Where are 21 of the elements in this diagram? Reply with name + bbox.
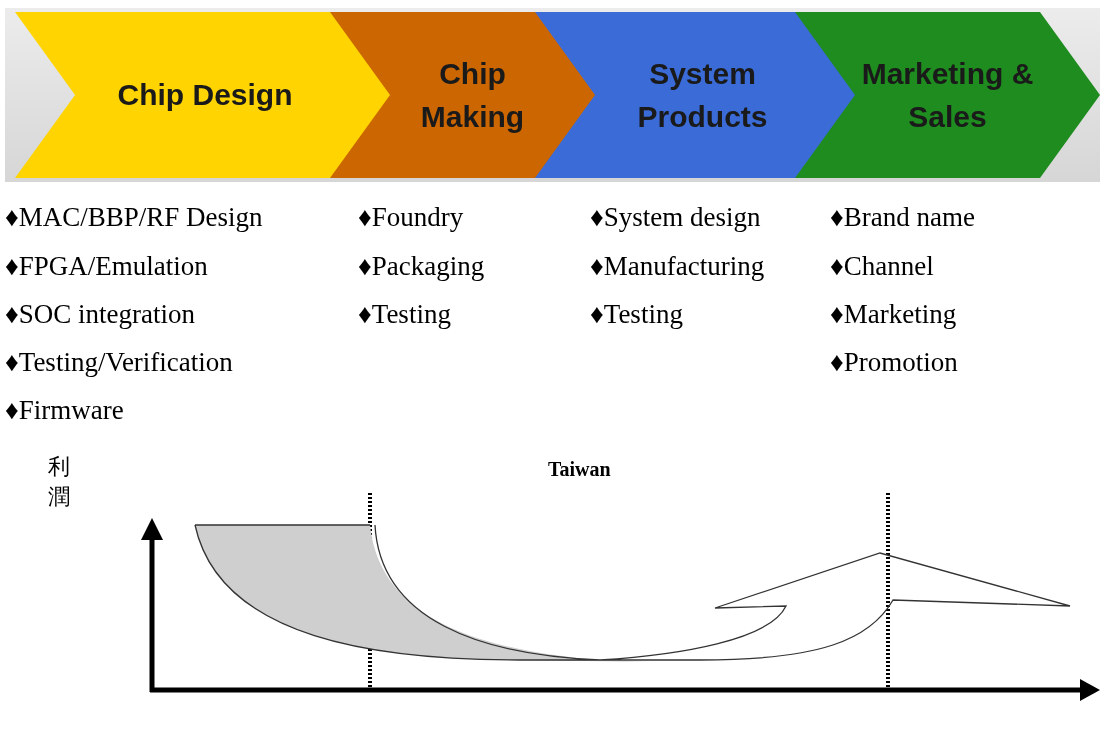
bullet-item: ♦System design [590, 204, 761, 231]
stage-label: Marketing & Sales [860, 55, 1035, 135]
bullet-item: ♦Packaging [358, 253, 485, 280]
bullet-item: ♦SOC integration [5, 301, 195, 328]
stage-label: Chip Making [419, 55, 526, 135]
bullet-item: ♦Promotion [830, 349, 958, 376]
bullet-item: ♦FPGA/Emulation [5, 253, 208, 280]
bullet-item: ♦Foundry [358, 204, 464, 231]
region-label: Taiwan [548, 458, 611, 481]
bullet-item: ♦MAC/BBP/RF Design [5, 204, 263, 231]
bullet-item: ♦Manufacturing [590, 253, 765, 280]
bullet-item: ♦Channel [830, 253, 934, 280]
stage-label: System Products [636, 55, 769, 135]
bullet-item: ♦Testing [358, 301, 451, 328]
bullet-item: ♦Testing/Verification [5, 349, 233, 376]
bullet-item: ♦Firmware [5, 397, 124, 424]
bullet-item: ♦Testing [590, 301, 683, 328]
axis-title: 利潤 [48, 453, 70, 511]
bullet-item: ♦Brand name [830, 204, 975, 231]
stage-label: Chip Design [117, 77, 293, 114]
bullet-item: ♦Marketing [830, 301, 957, 328]
